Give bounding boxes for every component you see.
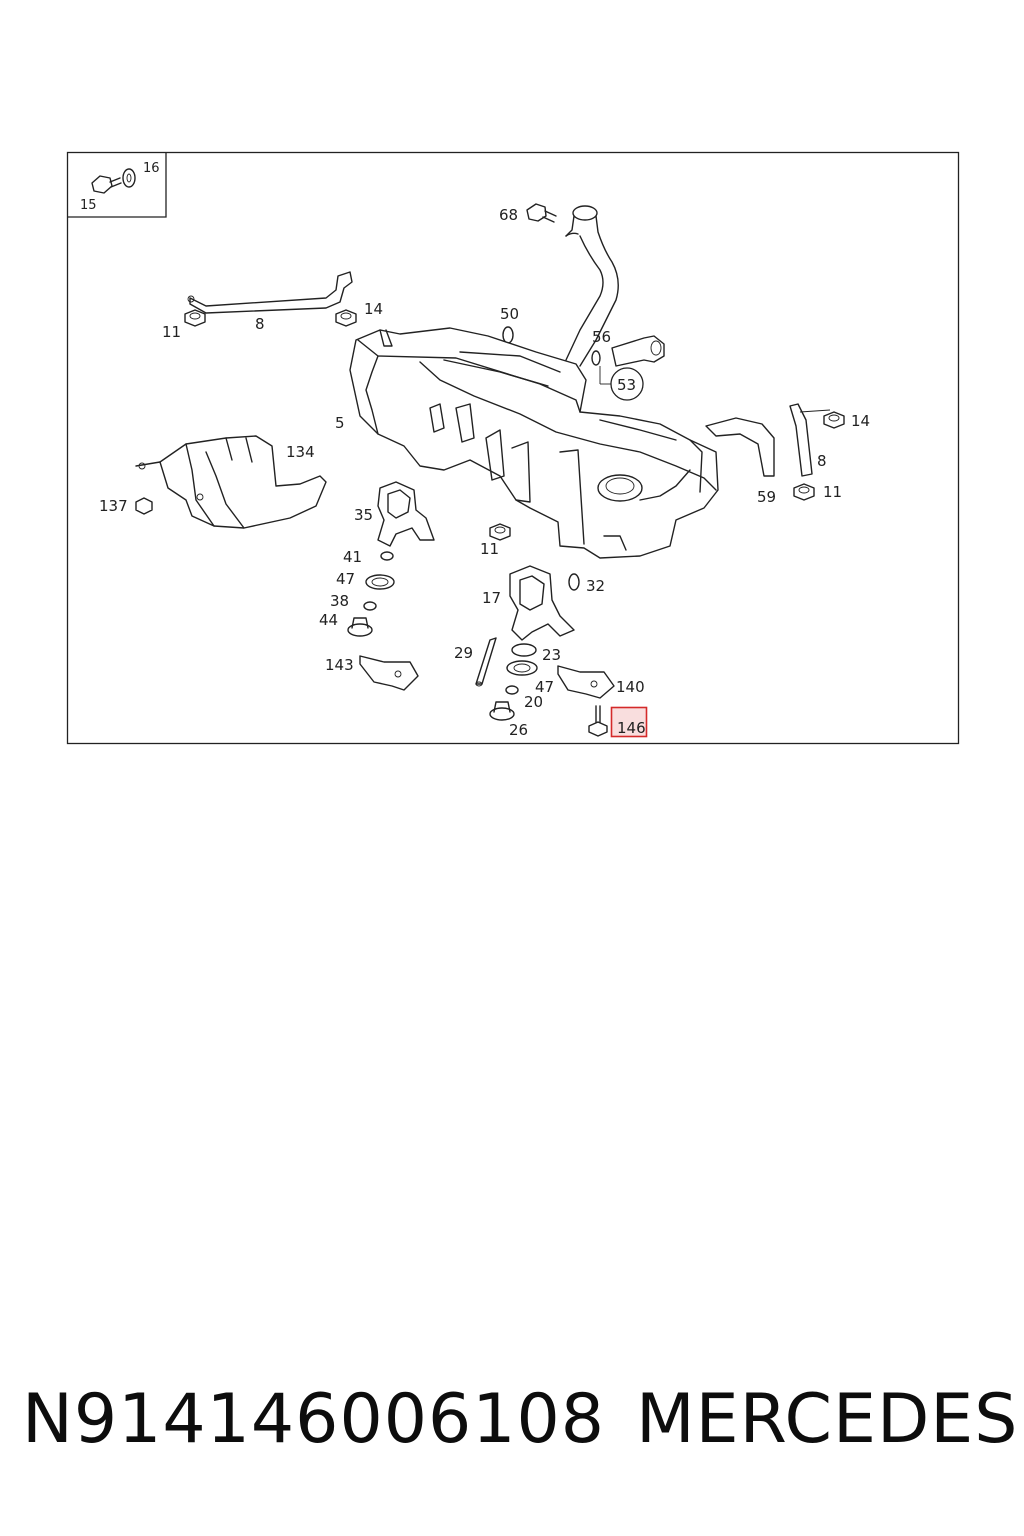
callout-32: 32 bbox=[586, 577, 605, 595]
callout-59: 59 bbox=[757, 488, 776, 506]
callout-14-right: 14 bbox=[851, 412, 870, 430]
callout-11-right: 11 bbox=[823, 483, 842, 501]
callout-29: 29 bbox=[454, 644, 473, 662]
callout-26: 26 bbox=[509, 721, 528, 739]
bolt-15-drawing bbox=[91, 175, 122, 194]
seal-41-drawing bbox=[380, 551, 394, 561]
nut-137-drawing bbox=[135, 497, 153, 515]
callout-140: 140 bbox=[616, 678, 645, 696]
callout-56: 56 bbox=[592, 328, 611, 346]
filler-neck-drawing bbox=[565, 205, 619, 367]
nut-11-left-drawing bbox=[184, 309, 206, 327]
callout-41: 41 bbox=[343, 548, 362, 566]
cap-26-drawing bbox=[489, 701, 515, 721]
cap-44-drawing bbox=[347, 617, 373, 637]
highlight-box-146 bbox=[610, 706, 648, 738]
callout-8-right: 8 bbox=[817, 452, 827, 470]
valve-53-drawing bbox=[599, 335, 665, 401]
callout-143: 143 bbox=[325, 656, 354, 674]
callout-20: 20 bbox=[524, 693, 543, 711]
callout-50: 50 bbox=[500, 305, 519, 323]
shield-143-drawing bbox=[359, 655, 419, 691]
callout-68: 68 bbox=[499, 206, 518, 224]
callout-44: 44 bbox=[319, 611, 338, 629]
callout-17: 17 bbox=[482, 589, 501, 607]
washer-16-drawing bbox=[122, 168, 136, 188]
caption-bar: N914146006108 MERCEDES bbox=[0, 1380, 1024, 1470]
callout-53: 53 bbox=[617, 376, 636, 394]
callout-47: 47 bbox=[336, 570, 355, 588]
bolt-68-drawing bbox=[526, 203, 557, 223]
sender-unit-35-drawing bbox=[377, 481, 435, 547]
callout-137: 137 bbox=[99, 497, 128, 515]
seal-38-drawing bbox=[363, 601, 377, 611]
callout-5: 5 bbox=[335, 414, 345, 432]
washer-50-drawing bbox=[502, 326, 514, 344]
strap-8-right-drawing bbox=[789, 403, 831, 477]
callout-23: 23 bbox=[542, 646, 561, 664]
callout-8: 8 bbox=[255, 315, 265, 333]
callout-47-right: 47 bbox=[535, 678, 554, 696]
ring-47-right-drawing bbox=[506, 660, 538, 676]
seal-20-drawing bbox=[505, 685, 519, 695]
callout-16: 16 bbox=[143, 161, 160, 176]
washer-32-drawing bbox=[568, 573, 580, 591]
callout-146: 146 bbox=[617, 719, 646, 737]
callout-35: 35 bbox=[354, 506, 373, 524]
strap-8-left-drawing bbox=[187, 271, 353, 314]
callout-134: 134 bbox=[286, 443, 315, 461]
exploded-view-svg: 16 15 68 14 11 8 50 56 53 5 134 14 8 59 … bbox=[66, 151, 960, 745]
diagram-frame bbox=[66, 151, 960, 745]
seal-23-drawing bbox=[511, 643, 537, 657]
pin-29-drawing bbox=[475, 637, 497, 687]
screw-146-drawing bbox=[588, 705, 608, 737]
brand-text: MERCEDES bbox=[636, 1380, 1019, 1459]
nut-14-right-drawing bbox=[823, 411, 845, 429]
bracket-59-drawing bbox=[705, 417, 775, 477]
callout-15: 15 bbox=[80, 198, 97, 213]
callout-11: 11 bbox=[162, 323, 181, 341]
ring-47-left-drawing bbox=[365, 574, 395, 590]
shield-140-drawing bbox=[557, 665, 615, 699]
fuel-tank-5-drawing bbox=[349, 327, 719, 559]
nut-11-right-drawing bbox=[793, 483, 815, 501]
parts-diagram: 16 15 68 14 11 8 50 56 53 5 134 14 8 59 … bbox=[0, 0, 1024, 760]
nut-11-center-drawing bbox=[489, 523, 511, 541]
callout-14: 14 bbox=[364, 300, 383, 318]
nut-14-left-drawing bbox=[335, 309, 357, 327]
callout-38: 38 bbox=[330, 592, 349, 610]
part-number-text: N914146006108 bbox=[22, 1380, 606, 1459]
heat-shield-134-drawing bbox=[135, 435, 327, 529]
pump-17-drawing bbox=[509, 565, 575, 641]
callout-11-center: 11 bbox=[480, 540, 499, 558]
washer-56-drawing bbox=[591, 350, 601, 366]
inset-box bbox=[67, 152, 167, 218]
